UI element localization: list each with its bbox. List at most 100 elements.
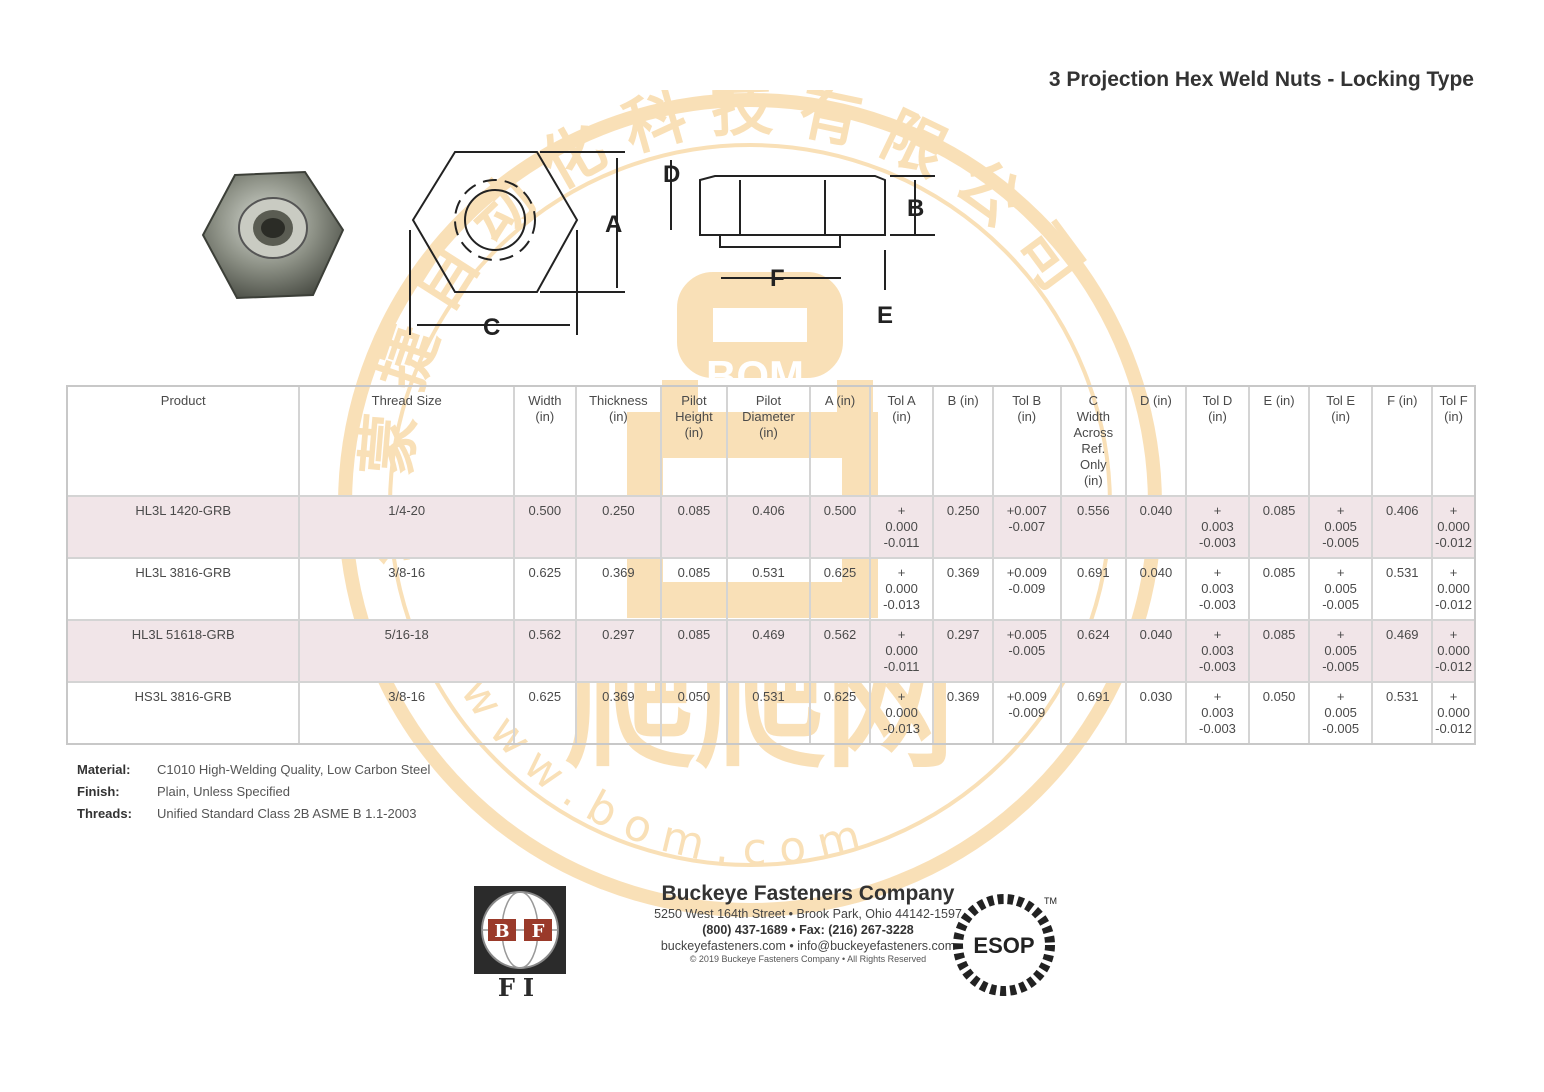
table-cell: 0.085	[1250, 497, 1310, 559]
table-cell: 0.040	[1127, 497, 1187, 559]
table-cell: 0.369	[576, 559, 663, 621]
table-cell: 0.085	[662, 559, 728, 621]
table-cell: 0.691	[1061, 559, 1128, 621]
note-threads: Threads: Unified Standard Class 2B ASME …	[77, 806, 430, 828]
note-value: Unified Standard Class 2B ASME B 1.1-200…	[157, 806, 417, 821]
side-view-drawing	[670, 160, 935, 290]
table-cell: 0.406	[727, 497, 812, 559]
table-cell: 0.556	[1061, 497, 1128, 559]
table-cell: 0.250	[934, 497, 994, 559]
table-cell: 0.531	[1373, 559, 1434, 621]
table-cell: +0.009 -0.009	[993, 559, 1062, 621]
col-header: Pilot Height (in)	[662, 387, 728, 497]
col-header: B (in)	[934, 387, 994, 497]
top-view-drawing	[409, 151, 625, 335]
dim-label-f: F	[770, 265, 785, 292]
table-cell: 0.500	[811, 497, 871, 559]
table-cell: HL3L 1420-GRB	[68, 497, 301, 559]
col-header: Tol B (in)	[993, 387, 1062, 497]
table-cell: 0.085	[1250, 621, 1310, 683]
company-footer: Buckeye Fasteners Company 5250 West 164t…	[578, 882, 1178, 1002]
note-label: Threads:	[77, 806, 132, 821]
table-cell: +0.005 -0.005	[993, 621, 1062, 683]
table-cell: + 0.000 -0.011	[870, 497, 935, 559]
table-cell: 0.624	[1061, 621, 1128, 683]
col-header: Width (in)	[515, 387, 577, 497]
table-cell: + 0.003 -0.003	[1187, 683, 1251, 743]
table-cell: + 0.000 -0.011	[870, 621, 935, 683]
dim-label-d: D	[663, 161, 680, 188]
esop-tm: TM	[1044, 896, 1057, 906]
table-cell: HL3L 3816-GRB	[68, 559, 301, 621]
col-header: Tol E (in)	[1309, 387, 1374, 497]
table-cell: 0.531	[728, 683, 812, 743]
table-cell: +0.007 -0.007	[993, 497, 1062, 559]
table-cell: 0.625	[515, 683, 577, 743]
spec-notes: Material: C1010 High-Welding Quality, Lo…	[77, 762, 430, 828]
table-cell: 0.469	[1373, 621, 1434, 683]
table-cell: 0.531	[727, 559, 812, 621]
note-value: C1010 High-Welding Quality, Low Carbon S…	[157, 762, 431, 777]
note-label: Material:	[77, 762, 131, 777]
table-cell: 0.691	[1062, 683, 1128, 743]
table-cell: HS3L 3816-GRB	[68, 683, 301, 743]
table-cell: + 0.005 -0.005	[1309, 497, 1374, 559]
dim-label-e: E	[877, 302, 893, 329]
table-cell: + 0.000 -0.012	[1433, 559, 1474, 621]
table-cell: 0.085	[1250, 559, 1310, 621]
dim-label-a: A	[605, 211, 622, 238]
table-cell: 0.085	[662, 621, 728, 683]
note-material: Material: C1010 High-Welding Quality, Lo…	[77, 762, 430, 784]
logo-letter-b: B	[494, 921, 509, 942]
table-cell: 0.531	[1373, 683, 1434, 743]
dim-label-c: C	[483, 314, 500, 341]
bfi-logo: B F FI	[474, 886, 566, 998]
company-copyright: © 2019 Buckeye Fasteners Company • All R…	[689, 954, 927, 964]
col-header: Thread Size	[300, 387, 516, 497]
table-cell: 0.369	[934, 559, 994, 621]
company-web: buckeyefasteners.com • info@buckeyefaste…	[660, 939, 956, 953]
logo-letter-f: F	[532, 921, 545, 942]
note-finish: Finish: Plain, Unless Specified	[77, 784, 430, 806]
table-cell: 1/4-20	[300, 497, 516, 559]
note-value: Plain, Unless Specified	[157, 784, 290, 799]
table-cell: 0.040	[1127, 559, 1187, 621]
table-header-row: Product Thread Size Width (in) Thickness…	[68, 387, 1474, 497]
logo-letters-fi: FI	[498, 973, 542, 998]
table-cell: 0.050	[662, 683, 728, 743]
nut-photo	[201, 170, 345, 300]
col-header: Tol A (in)	[870, 387, 935, 497]
col-header: Tol F (in)	[1433, 387, 1474, 497]
table-cell: 0.625	[515, 559, 577, 621]
table-cell: + 0.005 -0.005	[1309, 559, 1374, 621]
company-address: 5250 West 164th Street • Brook Park, Ohi…	[654, 907, 962, 921]
table-cell: + 0.005 -0.005	[1309, 621, 1374, 683]
table-cell: 0.250	[576, 497, 663, 559]
col-header: Product	[68, 387, 301, 497]
company-phone: (800) 437-1689 • Fax: (216) 267-3228	[702, 923, 914, 937]
col-header: E (in)	[1250, 387, 1310, 497]
page-title: 3 Projection Hex Weld Nuts - Locking Typ…	[1048, 68, 1474, 91]
table-cell: + 0.005 -0.005	[1310, 683, 1374, 743]
table-cell: 0.297	[934, 621, 994, 683]
table-cell: 0.040	[1127, 621, 1187, 683]
col-header: C Width Across Ref. Only (in)	[1061, 387, 1128, 497]
table-cell: 0.562	[811, 621, 871, 683]
table-cell: HL3L 51618-GRB	[68, 621, 301, 683]
col-header: Tol D (in)	[1186, 387, 1251, 497]
company-name: Buckeye Fasteners Company	[661, 882, 955, 905]
dim-label-b: B	[907, 195, 924, 222]
table-cell: 0.369	[577, 683, 663, 743]
nut-drawings: C A D B F E	[201, 151, 935, 341]
table-cell: 3/8-16	[300, 683, 516, 743]
table-cell: 5/16-18	[300, 621, 516, 683]
table-cell: +0.009 -0.009	[994, 683, 1062, 743]
col-header: Thickness (in)	[576, 387, 663, 497]
col-header: D (in)	[1127, 387, 1187, 497]
table-cell: 0.625	[811, 559, 871, 621]
note-label: Finish:	[77, 784, 120, 799]
